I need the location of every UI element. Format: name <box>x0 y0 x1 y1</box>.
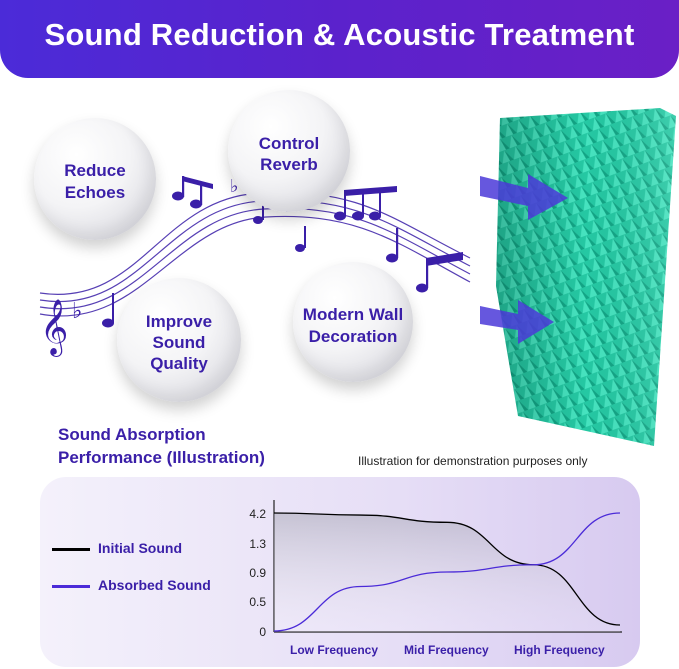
x-tick-label: Mid Frequency <box>404 643 489 657</box>
y-tick-label: 0 <box>259 625 266 639</box>
svg-text:♭: ♭ <box>230 176 239 197</box>
svg-text:♭: ♭ <box>72 299 82 324</box>
performance-title: Sound Absorption Performance (Illustrati… <box>58 423 265 469</box>
feature-bubble-control-reverb: Control Reverb <box>228 90 350 212</box>
feature-label-line2: Echoes <box>64 183 126 202</box>
legend-label-initial: Initial Sound <box>98 540 182 556</box>
performance-title-line1: Sound Absorption <box>58 425 206 444</box>
header-banner: Sound Reduction & Acoustic Treatment <box>0 0 679 78</box>
x-tick-label: High Frequency <box>514 643 605 657</box>
x-tick-label: Low Frequency <box>290 643 379 657</box>
legend-label-absorbed: Absorbed Sound <box>98 577 211 593</box>
acoustic-foam-panel <box>480 108 676 446</box>
chart-panel <box>40 477 640 667</box>
legend-swatch-absorbed <box>52 584 90 588</box>
feature-bubble-wall-decoration: Modern Wall Decoration <box>293 262 413 382</box>
legend-swatch-initial <box>52 547 90 551</box>
legend-item-absorbed-sound: Absorbed Sound <box>52 577 211 593</box>
feature-label-line3: Quality <box>150 354 208 373</box>
legend-item-initial-sound: Initial Sound <box>52 540 182 556</box>
performance-title-line2: Performance (Illustration) <box>58 448 265 467</box>
y-tick-label: 1.3 <box>249 537 266 551</box>
y-tick-label: 4.2 <box>249 507 266 521</box>
y-tick-label: 0.5 <box>249 595 266 609</box>
arrow-icon <box>480 174 568 344</box>
feature-bubble-reduce-echoes: Reduce Echoes <box>34 118 156 240</box>
disclaimer-note: Illustration for demonstration purposes … <box>358 454 588 468</box>
page-title: Sound Reduction & Acoustic Treatment <box>44 17 635 52</box>
feature-bubble-improve-quality: Improve Sound Quality <box>117 278 241 402</box>
feature-label-line2: Decoration <box>308 327 398 346</box>
feature-label-line2: Sound <box>152 333 206 352</box>
feature-label-line1: Improve <box>145 312 213 331</box>
feature-label-line1: Control <box>258 134 320 153</box>
y-tick-label: 0.9 <box>249 566 266 580</box>
feature-label-line1: Modern Wall <box>302 305 404 324</box>
feature-label-line2: Reverb <box>260 155 318 174</box>
treble-clef-icon: 𝄞 <box>40 299 68 357</box>
feature-label-line1: Reduce <box>64 161 126 180</box>
